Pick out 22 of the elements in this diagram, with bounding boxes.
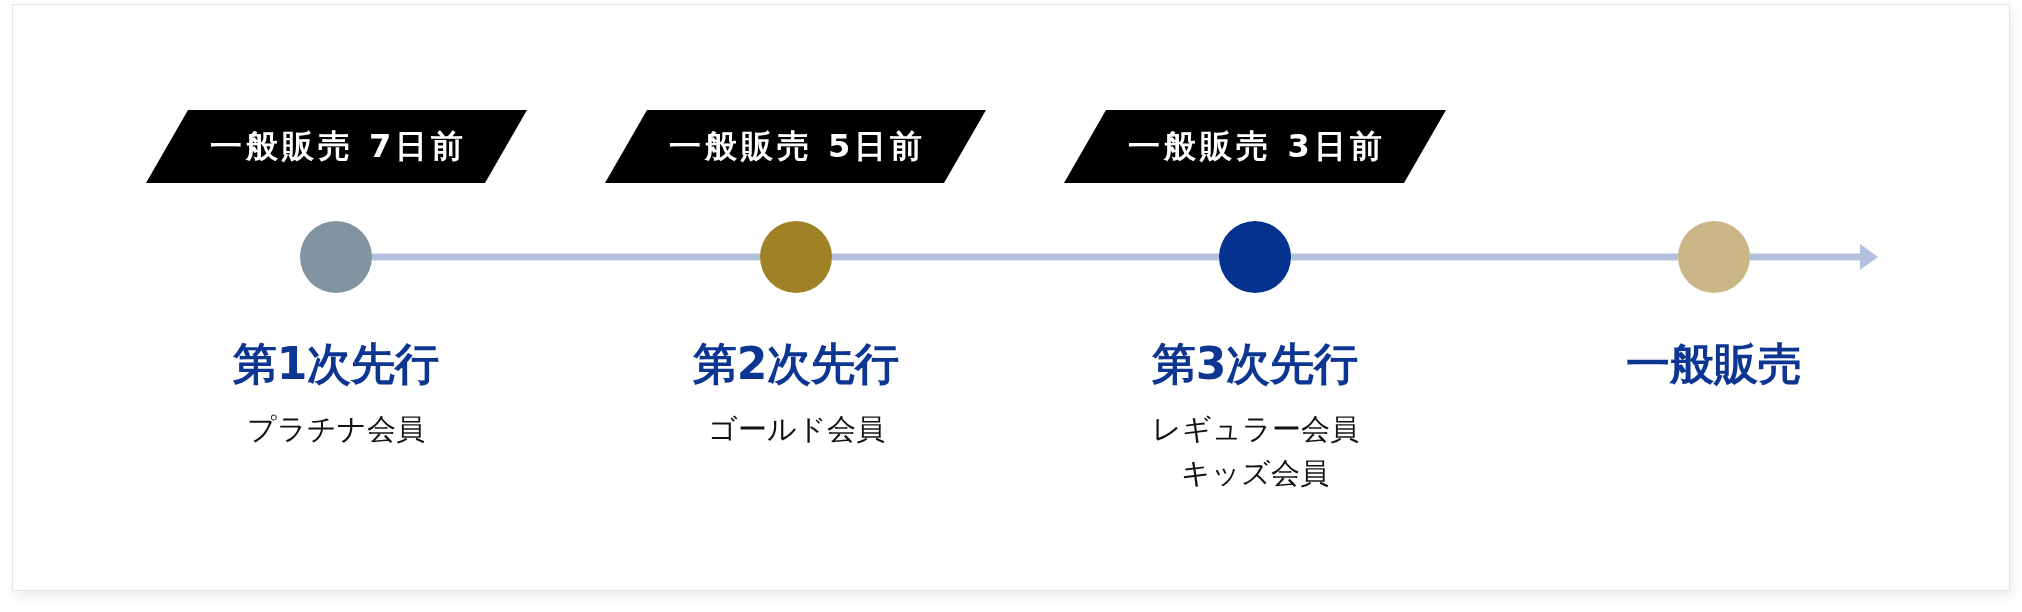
connector-line: [832, 253, 1219, 261]
member-label: ゴールド会員: [707, 411, 885, 448]
banner-text: 一般販売 3日前: [1127, 128, 1386, 165]
member-label: プラチナ会員: [247, 411, 425, 448]
stage-heading: 一般販売: [1626, 340, 1802, 388]
date-banner: [1064, 110, 1446, 183]
date-banner: [605, 110, 986, 183]
dot-icon: [1678, 221, 1750, 293]
banner-text: 一般販売 5日前: [667, 128, 927, 165]
member-label: キッズ会員: [1181, 455, 1329, 492]
stage-heading: 第3次先行: [1151, 340, 1359, 388]
dot-icon: [1219, 221, 1291, 293]
connector-line: [372, 253, 760, 261]
stage-heading: 第1次先行: [232, 340, 440, 388]
dot-icon: [300, 221, 372, 293]
member-label: レギュラー会員: [1151, 411, 1359, 448]
dot-icon: [760, 221, 832, 293]
connector-line: [1291, 253, 1678, 261]
date-banner: [146, 110, 527, 183]
arrow: [1750, 244, 1878, 270]
stage-heading: 第2次先行: [692, 340, 900, 388]
banner-text: 一般販売 7日前: [208, 128, 468, 165]
